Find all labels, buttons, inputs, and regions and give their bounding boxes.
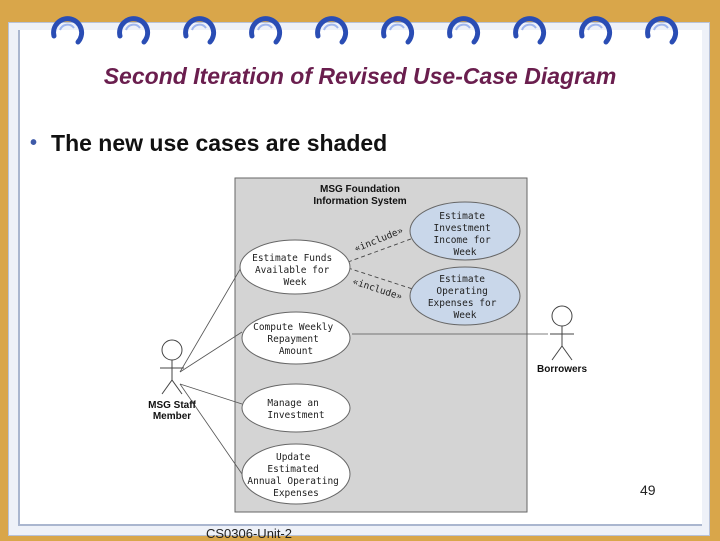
slide-title: Second Iteration of Revised Use-Case Dia… bbox=[103, 63, 617, 89]
svg-text:Update Estimated Annua: Update Estimated Annual Operating Expens… bbox=[247, 452, 344, 499]
system-name-line2: Information System bbox=[313, 196, 406, 207]
spiral-ring-highlight bbox=[257, 23, 273, 31]
staff-actor-icon bbox=[160, 339, 184, 395]
bullet-item: • The new use cases are shaded bbox=[30, 130, 387, 157]
uc-income-line4: Week bbox=[454, 247, 477, 258]
uc-estimate-funds-line2: Available for bbox=[255, 265, 330, 276]
svg-text:Estimate Operating Exp: Estimate Operating Expenses for Week bbox=[428, 274, 502, 321]
spiral-ring bbox=[249, 16, 283, 45]
uc-compute-line2: Repayment bbox=[267, 334, 318, 345]
svg-text:Manage an Investment: Manage an Investment bbox=[267, 398, 324, 421]
uc-estimate-funds-line1: Estimate Funds bbox=[252, 253, 332, 264]
use-case-manage-investment[interactable] bbox=[241, 383, 351, 433]
uc-update-line2: Estimated bbox=[267, 464, 318, 475]
footer-text: CS0306-Unit-2 bbox=[206, 526, 292, 541]
spiral-ring-highlight bbox=[191, 23, 207, 31]
spiral-ring bbox=[51, 16, 85, 45]
borrowers-actor-icon bbox=[550, 305, 574, 361]
use-case-update-expenses[interactable] bbox=[241, 443, 351, 505]
borrowers-actor-label: Borrowers bbox=[537, 364, 587, 375]
svg-text:Estimate Investment In: Estimate Investment Income for Week bbox=[434, 211, 497, 258]
svg-text:Estimate Funds Available f: Estimate Funds Available for Week bbox=[252, 253, 338, 288]
bullet-icon: • bbox=[30, 132, 38, 154]
staff-associations bbox=[179, 265, 243, 475]
spiral-ring-highlight bbox=[389, 23, 405, 31]
uc-income-line3: Income for bbox=[434, 235, 491, 246]
spiral-ring-highlight bbox=[125, 23, 141, 31]
uc-compute-line3: Amount bbox=[279, 346, 313, 357]
svg-text:Compute Weekly Repayment: Compute Weekly Repayment Amount bbox=[253, 322, 339, 357]
slide-number: 49 bbox=[640, 482, 656, 498]
spiral-ring bbox=[645, 16, 679, 45]
spiral-ring-highlight bbox=[521, 23, 537, 31]
spiral-binding bbox=[51, 16, 679, 45]
spiral-ring-highlight bbox=[653, 23, 669, 31]
uc-update-line3: Annual Operating bbox=[247, 476, 339, 487]
spiral-ring bbox=[579, 16, 613, 45]
uc-manage-line1: Manage an bbox=[267, 398, 318, 409]
spiral-ring bbox=[315, 16, 349, 45]
use-case-diagram: MSG Foundation Information System «inclu… bbox=[148, 177, 587, 513]
use-case-estimate-income[interactable] bbox=[409, 201, 521, 261]
use-case-estimate-operating[interactable] bbox=[409, 266, 521, 326]
staff-actor-label-2: Member bbox=[153, 411, 191, 422]
spiral-ring bbox=[117, 16, 151, 45]
spiral-ring bbox=[183, 16, 217, 45]
uc-operating-line1: Estimate bbox=[439, 274, 485, 285]
use-case-compute-repayment[interactable] bbox=[241, 311, 351, 365]
spiral-ring bbox=[447, 16, 481, 45]
bullet-text: The new use cases are shaded bbox=[51, 130, 388, 156]
spiral-ring-highlight bbox=[323, 23, 339, 31]
spiral-ring bbox=[381, 16, 415, 45]
uc-update-line1: Update bbox=[276, 452, 311, 463]
uc-operating-line2: Operating bbox=[436, 286, 487, 297]
uc-estimate-funds-line3: Week bbox=[284, 277, 307, 288]
uc-operating-line4: Week bbox=[454, 310, 477, 321]
spiral-ring-highlight bbox=[59, 23, 75, 31]
use-case-estimate-funds[interactable] bbox=[239, 239, 351, 295]
uc-operating-line3: Expenses for bbox=[428, 298, 497, 309]
system-name-line1: MSG Foundation bbox=[320, 184, 400, 195]
uc-income-line2: Investment bbox=[434, 223, 491, 234]
uc-update-line4: Expenses bbox=[273, 488, 319, 499]
uc-income-line1: Estimate bbox=[439, 211, 485, 222]
spiral-ring-highlight bbox=[455, 23, 471, 31]
spiral-ring bbox=[513, 16, 547, 45]
staff-actor-label-1: MSG Staff bbox=[148, 400, 196, 411]
uc-compute-line1: Compute Weekly bbox=[253, 322, 333, 333]
uc-manage-line2: Investment bbox=[267, 410, 324, 421]
spiral-ring-highlight bbox=[587, 23, 603, 31]
